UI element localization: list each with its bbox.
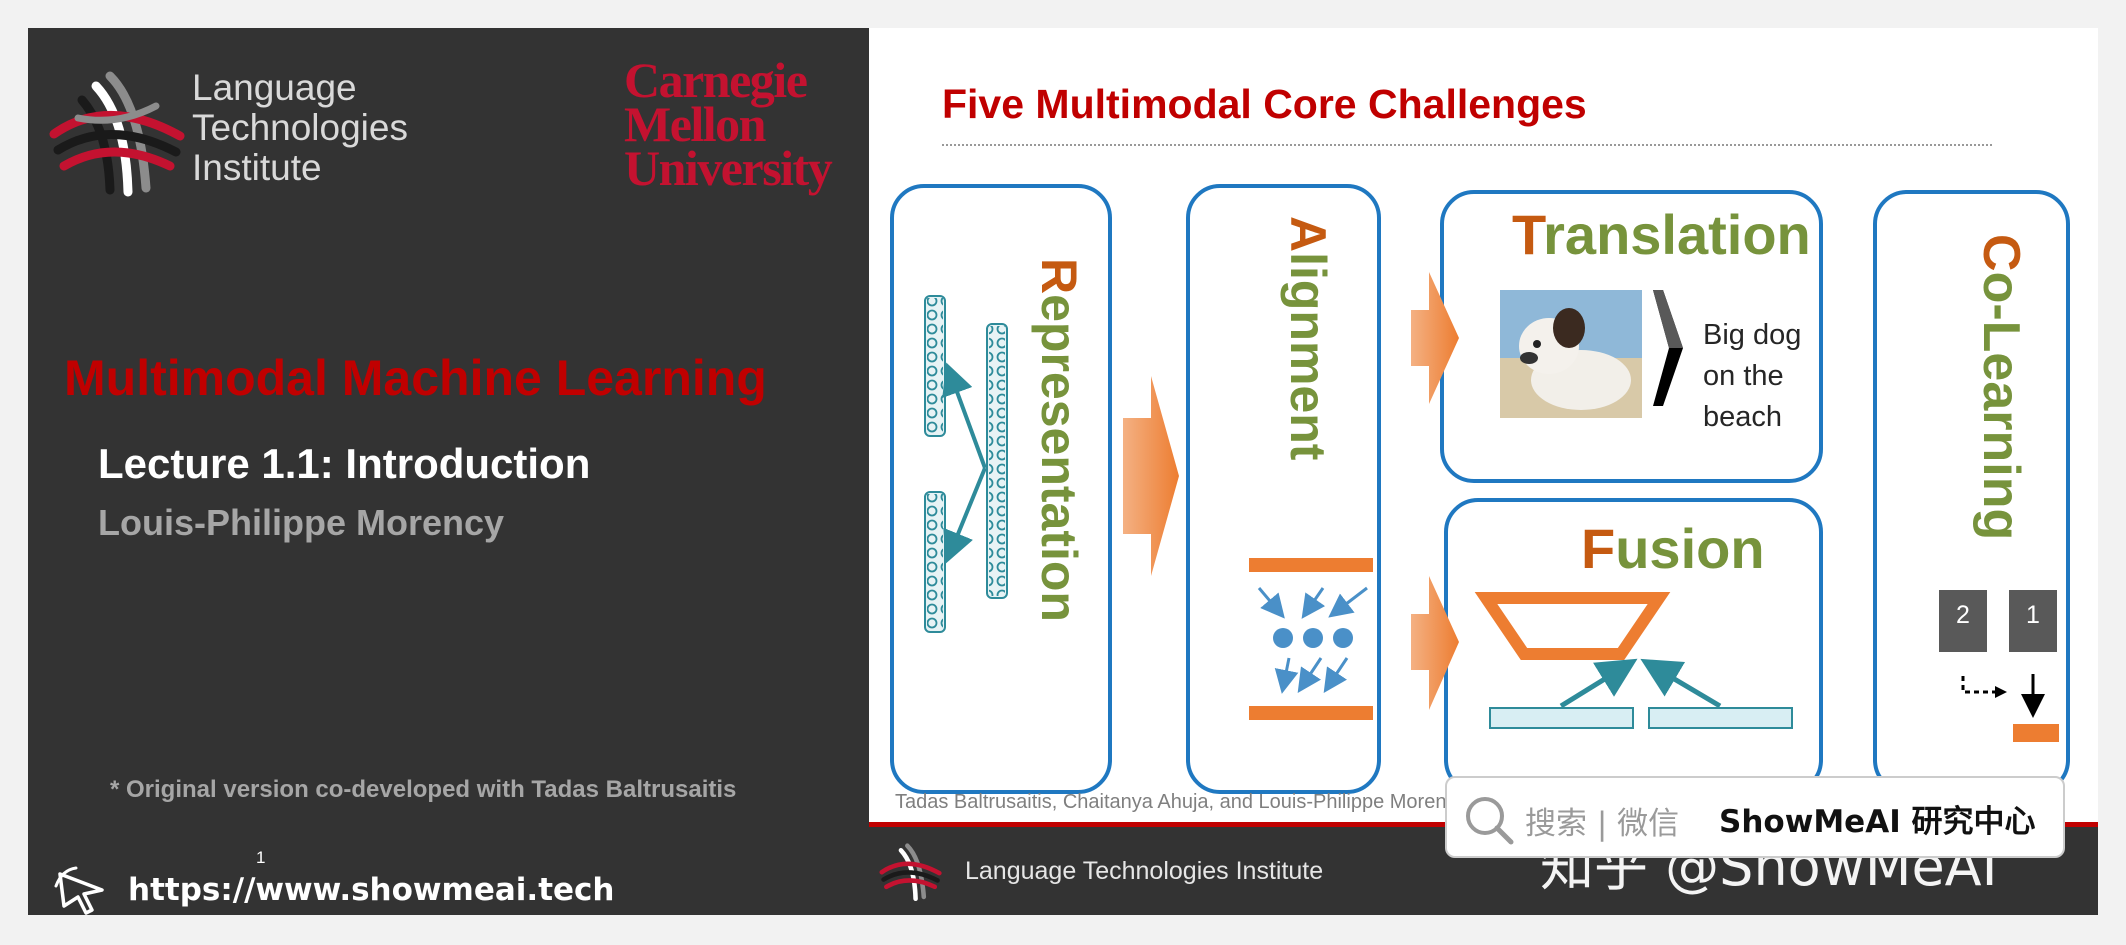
colearning-arrow-icon xyxy=(1961,674,2059,742)
fusion-graphic-icon xyxy=(1474,592,1793,729)
lti-logo-icon xyxy=(49,71,185,197)
search-overlay[interactable]: 搜索 | 微信 ShowMeAI 研究中心 xyxy=(1445,776,2065,858)
fusion-label: Fusion xyxy=(1581,517,1765,580)
translation-label: Translation xyxy=(1512,203,1811,266)
lti-footer-logo-icon xyxy=(879,843,942,902)
translation-caption: Big dog on the beach xyxy=(1703,319,1802,433)
slide-number: 1 xyxy=(256,848,266,867)
title-slide: Language Technologies Institute Carnegie… xyxy=(28,28,869,915)
colearning-box xyxy=(1873,190,2070,794)
lecture-title: Lecture 1.1: Introduction xyxy=(98,440,591,487)
search-hint: 搜索 | 微信 xyxy=(1525,806,1680,842)
search-brand: ShowMeAI 研究中心 xyxy=(1719,804,2036,840)
title-divider xyxy=(942,144,1992,146)
citation: Tadas Baltrusaitis, Chaitanya Ahuja, and… xyxy=(895,791,1467,813)
cursor-icon xyxy=(54,866,104,915)
colearning-box-2: 2 xyxy=(1939,590,1987,652)
alignment-box xyxy=(1186,184,1381,794)
representation-vectors-icon xyxy=(924,295,1008,633)
colearning-label: Co-Learning xyxy=(1972,234,2030,541)
website-link[interactable]: https://www.showmeai.tech xyxy=(128,872,615,908)
slide-title: Five Multimodal Core Challenges xyxy=(942,81,1587,127)
arrow-to-fusion-icon xyxy=(1411,576,1459,710)
author-name: Louis-Philippe Morency xyxy=(98,502,505,543)
search-icon xyxy=(1466,797,1514,845)
institute-name: Language Technologies Institute xyxy=(192,67,408,188)
university-logo: Carnegie Mellon University xyxy=(624,52,833,196)
alignment-label: Alignment xyxy=(1280,216,1336,461)
colearning-box-1: 1 xyxy=(2009,590,2057,652)
credit-note: * Original version co-developed with Tad… xyxy=(110,776,737,803)
course-title: Multimodal Machine Learning xyxy=(64,350,767,406)
arrow-to-translation-icon xyxy=(1411,272,1459,404)
arrow-representation-to-alignment-icon xyxy=(1123,376,1179,576)
representation-label: Representation xyxy=(1031,258,1087,622)
dog-photo-icon xyxy=(1500,290,1642,418)
challenge-diagrams xyxy=(924,272,2059,742)
footer-institute-name: Language Technologies Institute xyxy=(965,857,1324,885)
alignment-graphic-icon xyxy=(1249,558,1373,720)
